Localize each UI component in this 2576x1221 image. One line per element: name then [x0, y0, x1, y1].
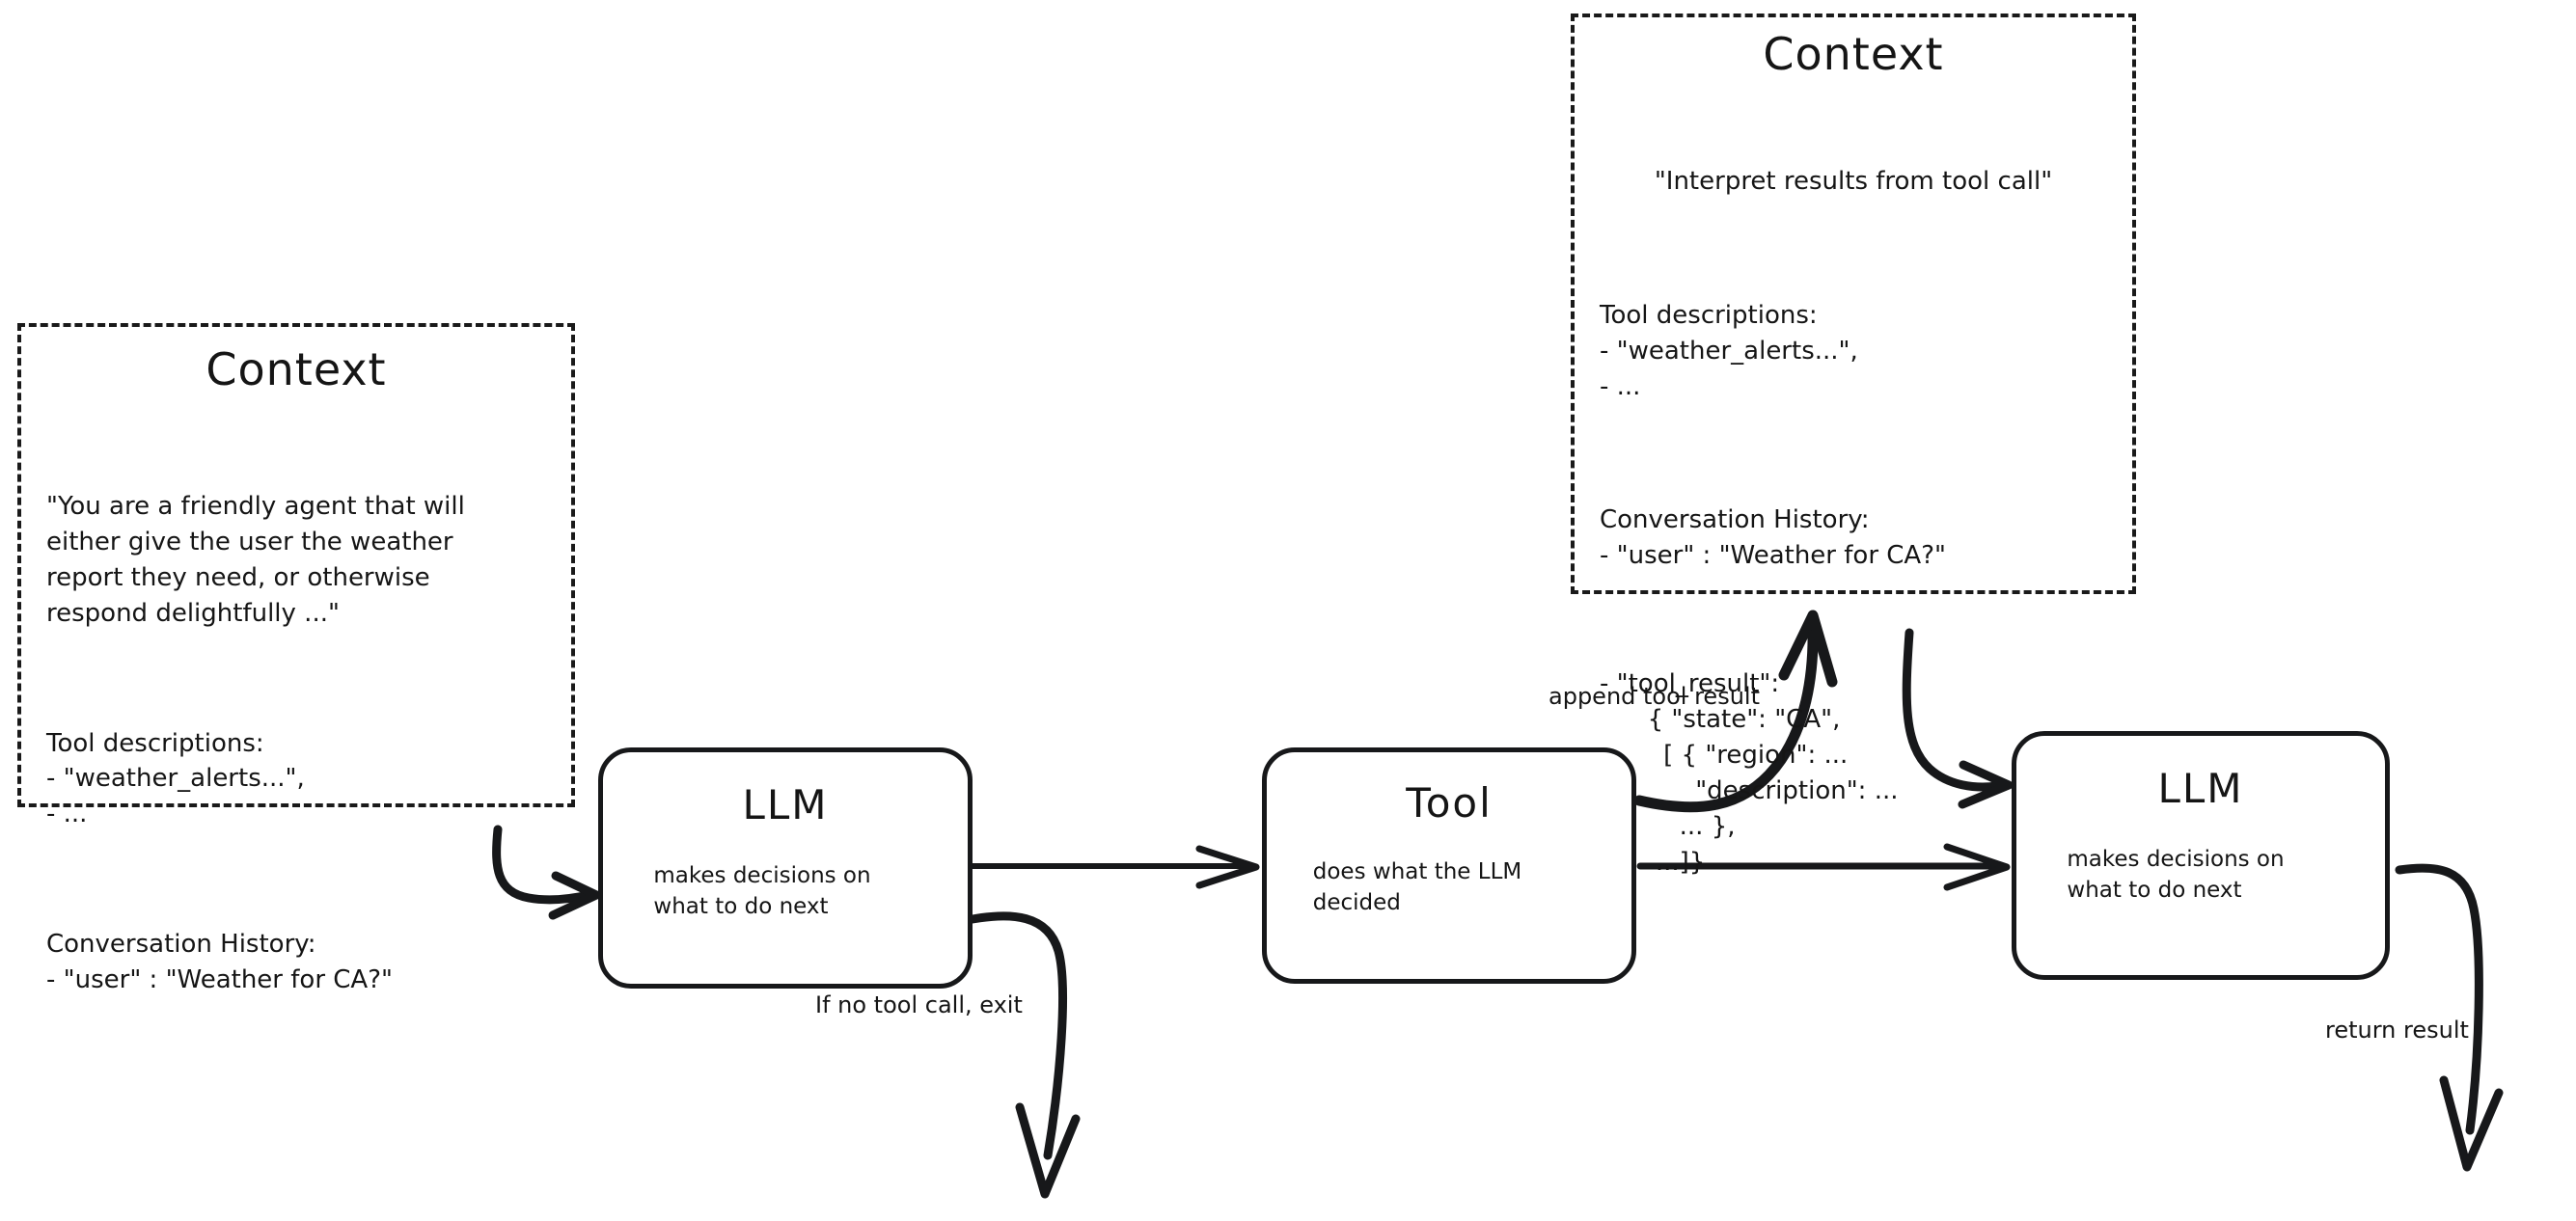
context-left-paragraph-history: Conversation History: - "user" : "Weathe… — [46, 930, 393, 994]
context-left-body: "You are a friendly agent that will eith… — [46, 418, 546, 1069]
node-tool[interactable]: Tool does what the LLM decided — [1262, 747, 1636, 984]
node-tool-title: Tool — [1406, 779, 1493, 827]
node-llm-2-title: LLM — [2157, 765, 2244, 812]
context-box-left: Context "You are a friendly agent that w… — [17, 323, 575, 994]
node-llm-1-title: LLM — [742, 781, 829, 828]
context-left-heading: Context — [206, 343, 387, 395]
context-left-paragraph-system: "You are a friendly agent that will eith… — [46, 492, 465, 628]
context-right-body: "Interpret results from tool call" Tool … — [1600, 93, 2107, 951]
node-llm-2-subtitle: makes decisions on what to do next — [2067, 847, 2285, 903]
context-left-paragraph-tools: Tool descriptions: - "weather_alerts..."… — [46, 728, 305, 829]
edge-llm2-return — [2395, 863, 2483, 1135]
node-llm-2[interactable]: LLM makes decisions on what to do next — [2012, 731, 2390, 980]
edge-llm2-return-head — [2439, 1075, 2504, 1172]
context-right-paragraph-tools: Tool descriptions: - "weather_alerts..."… — [1600, 300, 1858, 401]
node-llm-1[interactable]: LLM makes decisions on what to do next — [598, 747, 973, 989]
edge-label-return-result: return result — [2325, 1017, 2469, 1044]
edge-llm1-exit — [968, 911, 1067, 1160]
context-box-right: Context "Interpret results from tool cal… — [1571, 14, 2136, 877]
edge-context-to-llm1-head — [548, 871, 601, 920]
edge-llm1-exit-head — [1015, 1102, 1081, 1199]
context-right-paragraph-system: "Interpret results from tool call" — [1654, 167, 2053, 197]
node-tool-subtitle: does what the LLM decided — [1312, 859, 1522, 915]
edge-label-if-no-tool-call-exit: If no tool call, exit — [815, 991, 1023, 1018]
context-right-heading: Context — [1763, 28, 1944, 80]
edge-llm1-to-tool-head — [1195, 845, 1260, 889]
context-right-paragraph-tool-result: - "tool_result": { "state": "CA", [ { "r… — [1600, 668, 1899, 877]
edge-label-append-tool-result: append tool result — [1548, 683, 1760, 710]
node-llm-1-subtitle: makes decisions on what to do next — [653, 863, 871, 919]
context-right-paragraph-history: Conversation History: - "user" : "Weathe… — [1600, 505, 1946, 571]
